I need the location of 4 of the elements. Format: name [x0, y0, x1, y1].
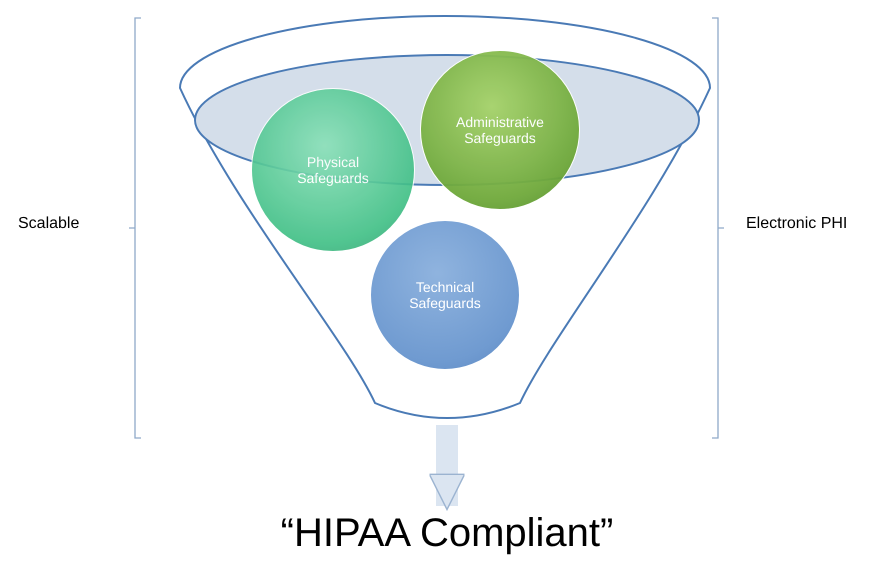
side-label: Electronic PHI: [746, 215, 848, 233]
result-text: “HIPAA Compliant”: [200, 508, 694, 558]
arrow: [428, 425, 466, 510]
side-label: Scalable: [18, 215, 80, 233]
